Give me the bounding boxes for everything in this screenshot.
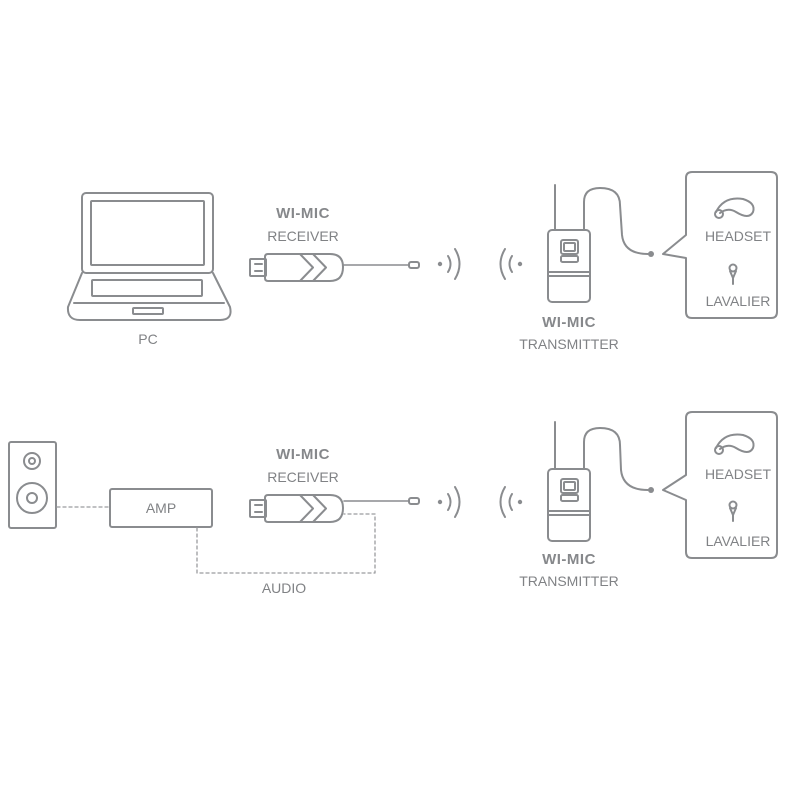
wireless-signal-icon xyxy=(499,248,523,280)
headset-mic-icon xyxy=(714,197,755,219)
bodypack-transmitter-icon xyxy=(547,421,654,542)
usb-receiver-icon xyxy=(249,494,420,523)
lavalier-label: LAVALIER xyxy=(705,293,771,309)
transmitter-subtitle: TRANSMITTER xyxy=(519,336,619,352)
mic-options-callout xyxy=(662,171,778,319)
receiver-subtitle: RECEIVER xyxy=(267,228,339,244)
mic-options-callout xyxy=(662,411,778,559)
receiver-subtitle: RECEIVER xyxy=(267,469,339,485)
headset-label: HEADSET xyxy=(704,228,772,244)
amp-box xyxy=(109,488,213,528)
audio-cable-label: AUDIO xyxy=(261,580,307,596)
lavalier-label: LAVALIER xyxy=(705,533,771,549)
pc-label: PC xyxy=(138,331,158,347)
amp-label: AMP xyxy=(145,500,177,516)
transmitter-title: WI-MIC xyxy=(542,551,596,568)
bodypack-transmitter-icon xyxy=(547,184,654,303)
lavalier-mic-icon xyxy=(728,263,738,285)
receiver-title: WI-MIC xyxy=(276,205,330,222)
wireless-signal-icon xyxy=(437,248,461,280)
receiver-title: WI-MIC xyxy=(276,446,330,463)
headset-label: HEADSET xyxy=(704,466,772,482)
headset-mic-icon xyxy=(714,433,755,455)
usb-receiver-icon xyxy=(249,253,420,282)
audio-cable xyxy=(196,513,376,574)
lavalier-mic-icon xyxy=(728,500,738,522)
wireless-signal-icon xyxy=(499,486,523,518)
wireless-signal-icon xyxy=(437,486,461,518)
laptop-icon xyxy=(66,192,232,321)
transmitter-subtitle: TRANSMITTER xyxy=(519,573,619,589)
transmitter-title: WI-MIC xyxy=(542,314,596,331)
speaker-icon xyxy=(8,441,57,529)
